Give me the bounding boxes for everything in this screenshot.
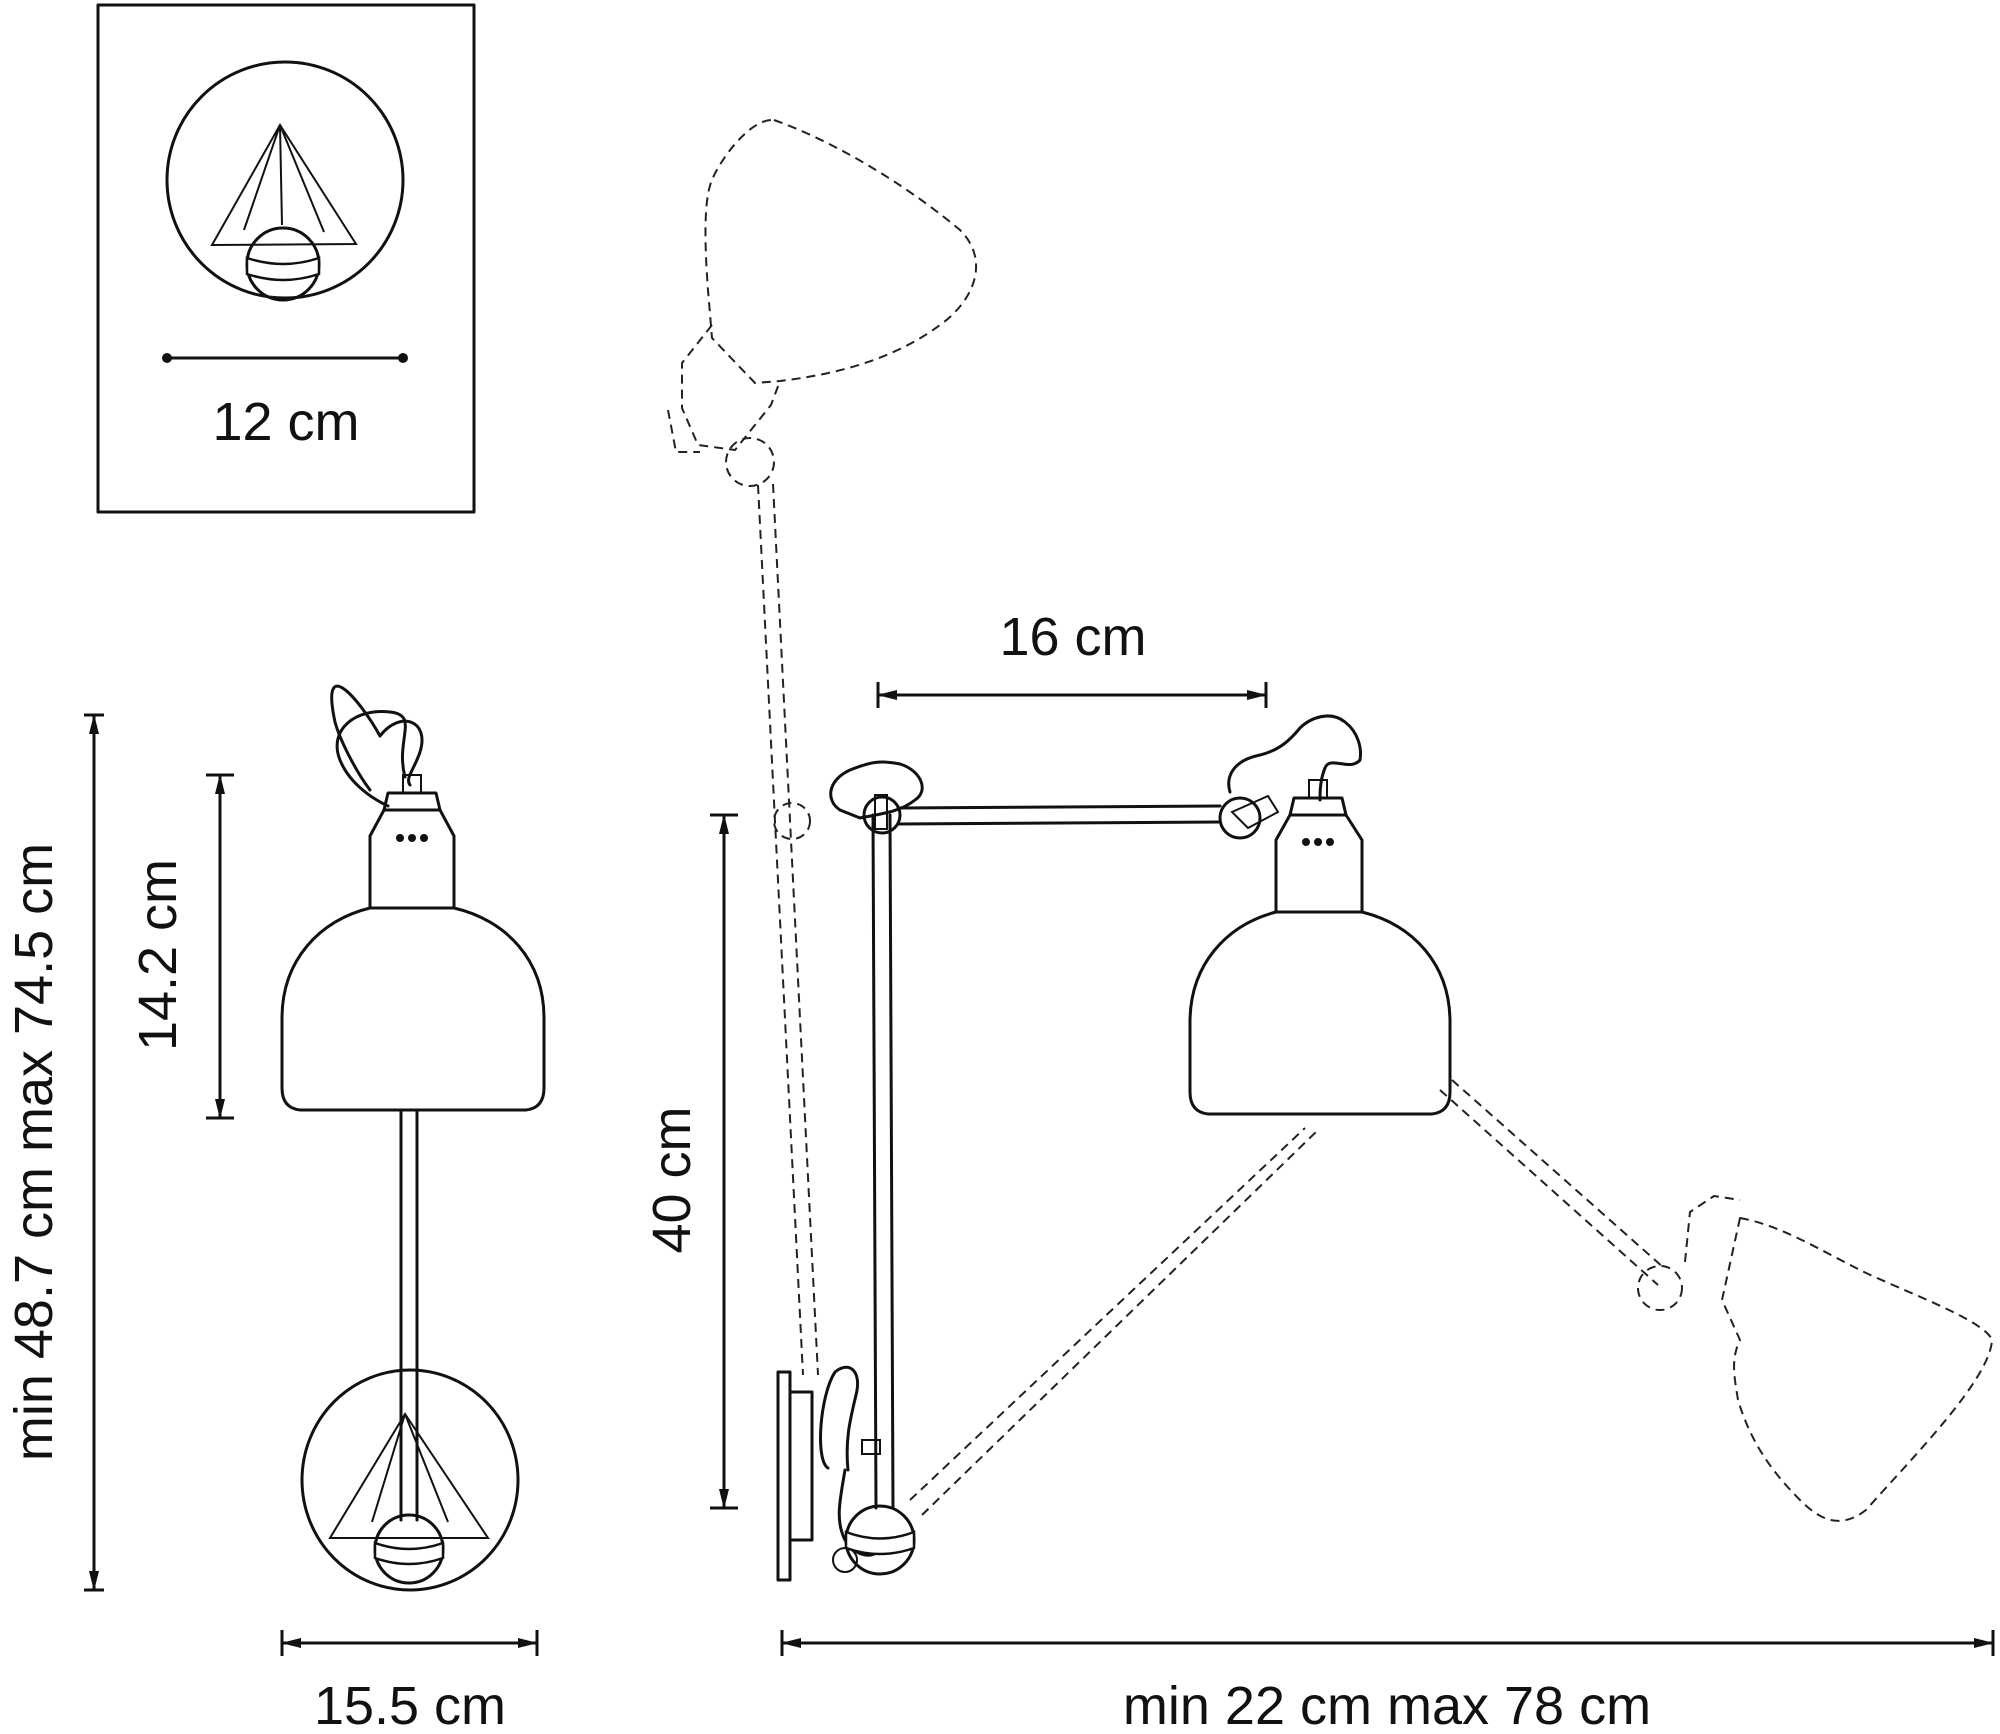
- alternate-position-lower: [909, 1079, 1993, 1522]
- lamp-shade-side: [1188, 779, 1452, 1116]
- vertical-arm-label: 40 cm: [642, 1106, 702, 1253]
- joint-ball: [245, 226, 321, 302]
- shade-joint: [1218, 714, 1362, 840]
- canopy-plate: [165, 60, 405, 300]
- alternate-position-upper: [667, 118, 977, 1376]
- canopy-diameter-label: 12 cm: [212, 392, 359, 452]
- vertical-arm-dimension: [710, 813, 738, 1510]
- vertical-arm: [871, 813, 895, 1510]
- elbow-joint: [829, 760, 924, 835]
- arm-length-label: 16 cm: [999, 607, 1146, 667]
- projection-dimension: [780, 1630, 1995, 1656]
- shade-height-label: 14.2 cm: [128, 859, 188, 1051]
- canopy-dimension-line: [162, 353, 408, 363]
- horizontal-arm: [896, 804, 1222, 826]
- front-view: min 48.7 cm max 74.5 cm 14.2 cm 15.5 cm: [4, 684, 546, 1734]
- side-view: 16 cm 40 cm min 22 cm max 78 cm: [642, 118, 1995, 1734]
- joint-ball-front: [373, 1513, 445, 1585]
- projection-label: min 22 cm max 78 cm: [1123, 1676, 1651, 1734]
- shade-height-dimension: [206, 773, 234, 1120]
- total-height-label: min 48.7 cm max 74.5 cm: [4, 843, 64, 1461]
- wall-plate-front: [300, 1368, 520, 1592]
- arm-length-dimension: [876, 682, 1268, 708]
- lamp-shade-front: [280, 774, 546, 1112]
- inset-frame: [96, 3, 476, 514]
- width-dimension: [280, 1630, 539, 1656]
- canopy-inset: 12 cm: [96, 3, 476, 514]
- width-label: 15.5 cm: [314, 1676, 506, 1734]
- joint-ball-side: [832, 1504, 916, 1576]
- power-cable: [330, 684, 424, 808]
- lamp-stem-front: [399, 1108, 419, 1522]
- total-height-dimension: [84, 713, 104, 1592]
